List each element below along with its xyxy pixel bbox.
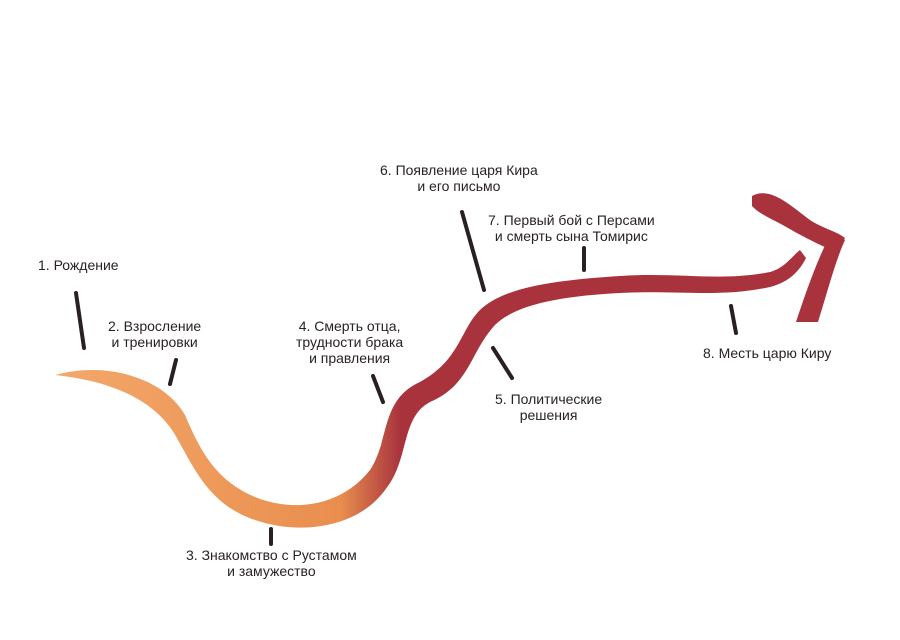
milestone-ticks	[74, 210, 738, 546]
tick-2	[168, 358, 178, 386]
milestone-label-8: 8. Месть царю Киру	[703, 345, 832, 361]
milestone-label-2: 2. Взросление и тренировки	[108, 318, 202, 350]
milestone-label-5: 5. Политические решения	[495, 391, 603, 423]
tick-4	[371, 374, 385, 404]
arrow-head-lower	[796, 235, 845, 322]
milestone-label-6: 6. Появление царя Кира и его письмо	[380, 162, 538, 194]
journey-path	[55, 250, 806, 528]
milestone-label-7: 7. Первый бой с Персами и смерть сына То…	[488, 212, 655, 244]
tick-8	[729, 304, 738, 335]
tick-5	[491, 346, 514, 380]
tick-6	[460, 210, 486, 292]
arrow-head-upper	[752, 193, 845, 252]
milestone-label-3: 3. Знакомство с Рустамом и замужество	[186, 547, 357, 579]
tick-1	[74, 291, 86, 350]
milestone-label-1: 1. Рождение	[38, 257, 119, 273]
milestone-label-4: 4. Смерть отца, трудности брака и правле…	[296, 318, 404, 366]
